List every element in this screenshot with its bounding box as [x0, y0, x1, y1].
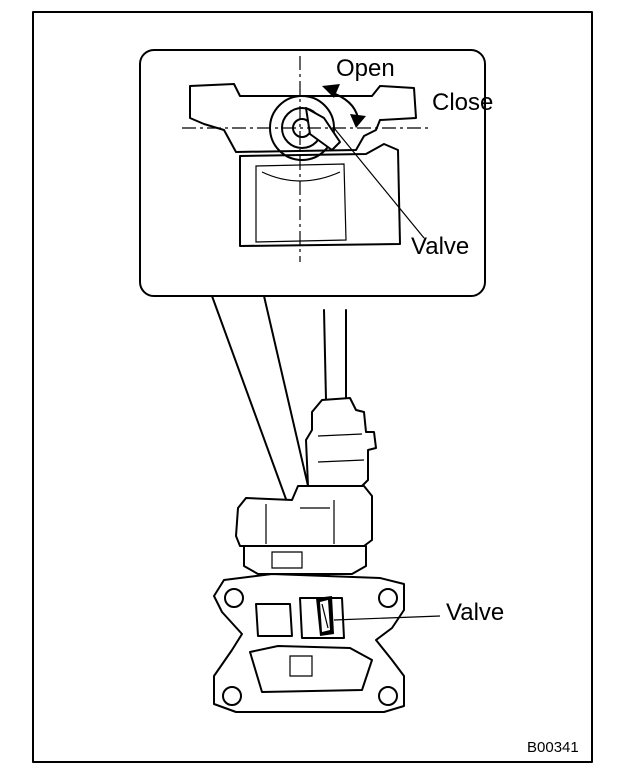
curved-double-arrow-icon [322, 84, 366, 128]
inset-frame [139, 49, 486, 297]
valve-inset-leader [333, 127, 425, 239]
valve-main-leader [333, 615, 441, 621]
close-label: Close [432, 89, 493, 116]
valve-inset-label: Valve [411, 233, 469, 260]
outer-frame [32, 11, 593, 763]
valve-main-label: Valve [446, 599, 504, 626]
open-label: Open [336, 55, 395, 82]
inset-centerlines [182, 56, 430, 262]
valve-unit-body [213, 309, 405, 713]
figure-code: B00341 [527, 739, 579, 756]
